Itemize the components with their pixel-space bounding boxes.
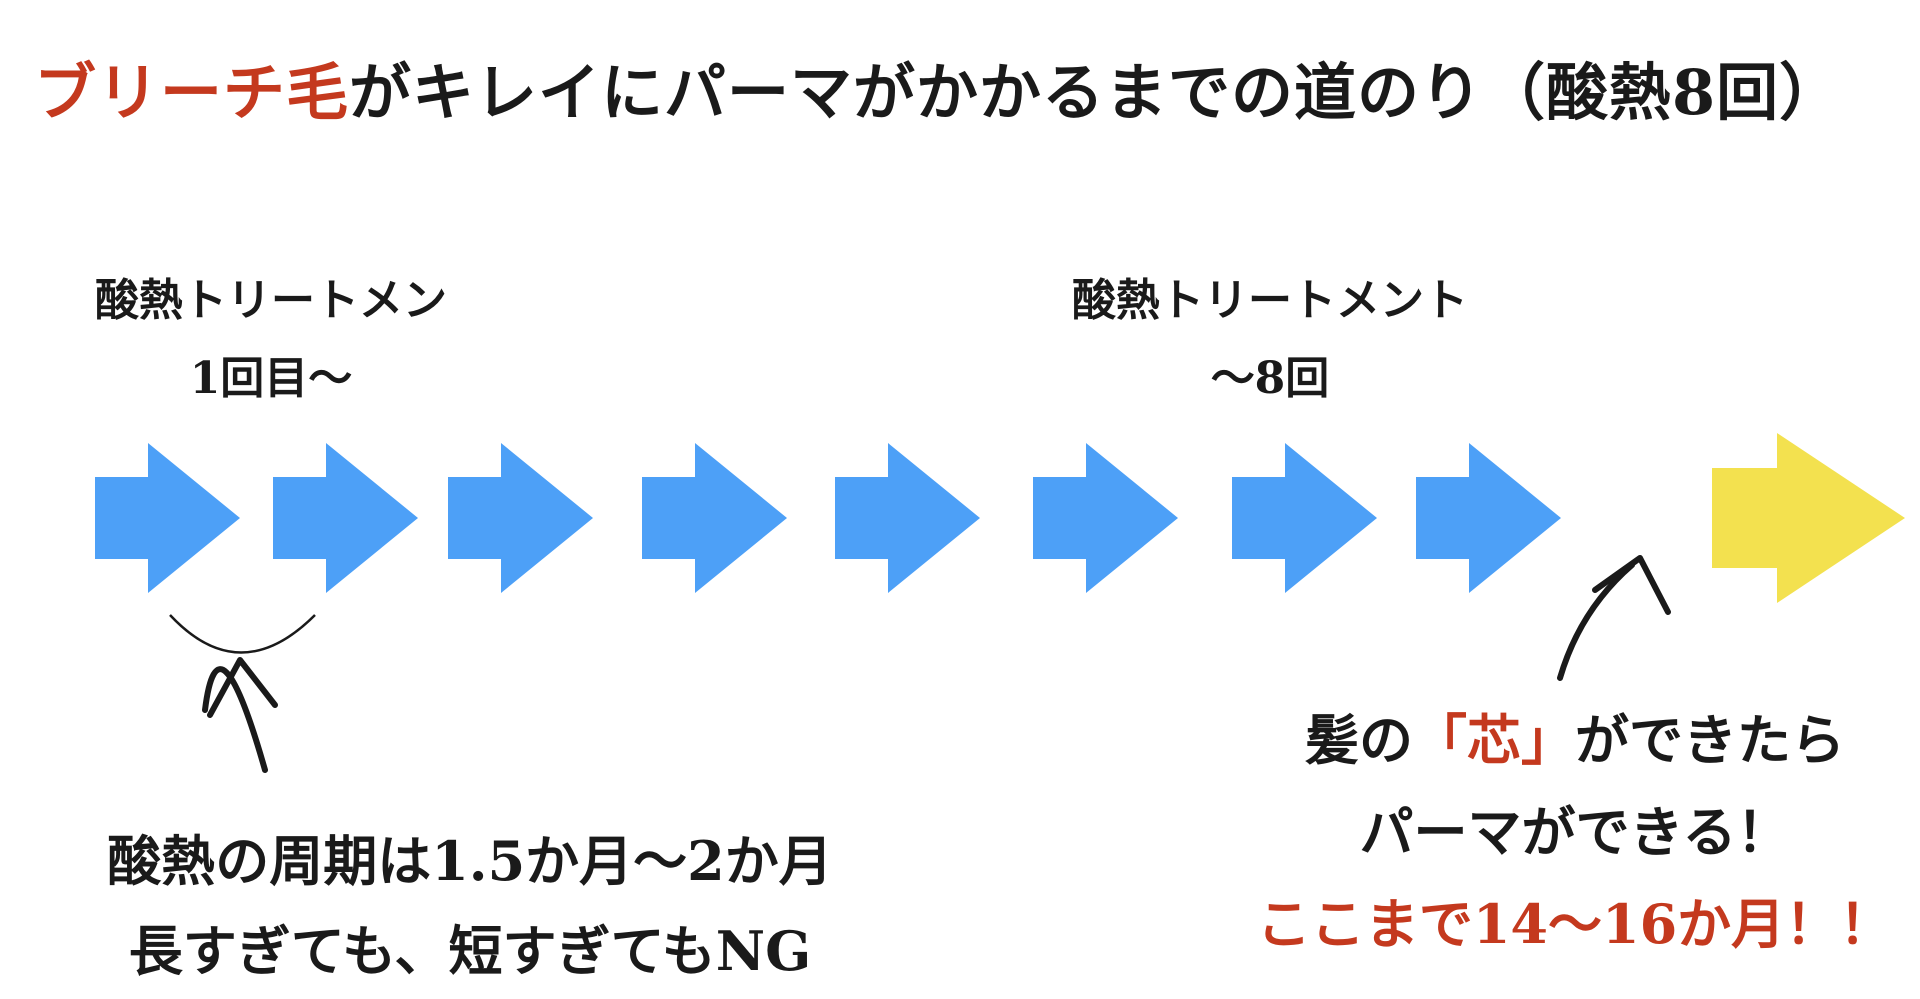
result-note-line2: パーマができる！ bbox=[1359, 800, 1791, 864]
first-step-label-line1: 酸熱トリートメン bbox=[95, 275, 447, 326]
treatment-step-arrow bbox=[1033, 443, 1178, 593]
interval-brace bbox=[169, 614, 316, 654]
treatment-step-arrow bbox=[95, 443, 240, 593]
treatment-step-arrow bbox=[835, 443, 980, 593]
first-step-label: 酸熱トリートメン 1回目〜 bbox=[66, 262, 476, 418]
result-pointer-arrow bbox=[1557, 562, 1635, 681]
treatment-step-arrow bbox=[1416, 443, 1561, 593]
result-pointer-arrowhead bbox=[1592, 555, 1671, 615]
result-note-prefix: 髪の bbox=[1305, 708, 1413, 772]
core-highlight: 「芯」 bbox=[1413, 708, 1575, 772]
cycle-note: 酸熱の周期は1.5か月〜2か月 長すぎても、短すぎてもNG bbox=[60, 816, 880, 996]
last-step-label-line2: 〜8回 bbox=[1210, 353, 1330, 404]
first-step-label-line2: 1回目〜 bbox=[189, 353, 353, 404]
cycle-note-line2: 長すぎても、短すぎてもNG bbox=[128, 919, 812, 983]
title-highlight: ブリーチ毛 bbox=[34, 56, 350, 129]
title-rest: がキレイにパーマがかかるまでの道のり（酸熱8回） bbox=[349, 56, 1843, 129]
last-step-label: 酸熱トリートメント 〜8回 bbox=[1040, 262, 1500, 418]
page-title: ブリーチ毛がキレイにパーマがかかるまでの道のり（酸熱8回） bbox=[34, 42, 1842, 132]
cycle-note-line1: 酸熱の周期は1.5か月〜2か月 bbox=[107, 829, 833, 893]
treatment-step-arrow bbox=[642, 443, 787, 593]
treatment-step-arrow bbox=[273, 443, 418, 593]
perm-goal-arrow bbox=[1712, 433, 1905, 603]
result-note-line1: 髪の「芯」ができたら bbox=[1240, 694, 1910, 786]
result-note: 髪の「芯」ができたら パーマができる！ ここまで14〜16か月！！ bbox=[1240, 694, 1910, 970]
duration-note: ここまで14〜16か月！！ bbox=[1256, 892, 1894, 956]
treatment-step-arrow bbox=[448, 443, 593, 593]
result-note-suffix: ができたら bbox=[1575, 708, 1845, 772]
last-step-label-line1: 酸熱トリートメント bbox=[1072, 275, 1468, 326]
treatment-step-arrow bbox=[1232, 443, 1377, 593]
interval-pointer-arrow bbox=[202, 666, 268, 773]
interval-pointer-arrowhead bbox=[207, 657, 278, 718]
arrow-sequence bbox=[95, 433, 1905, 603]
